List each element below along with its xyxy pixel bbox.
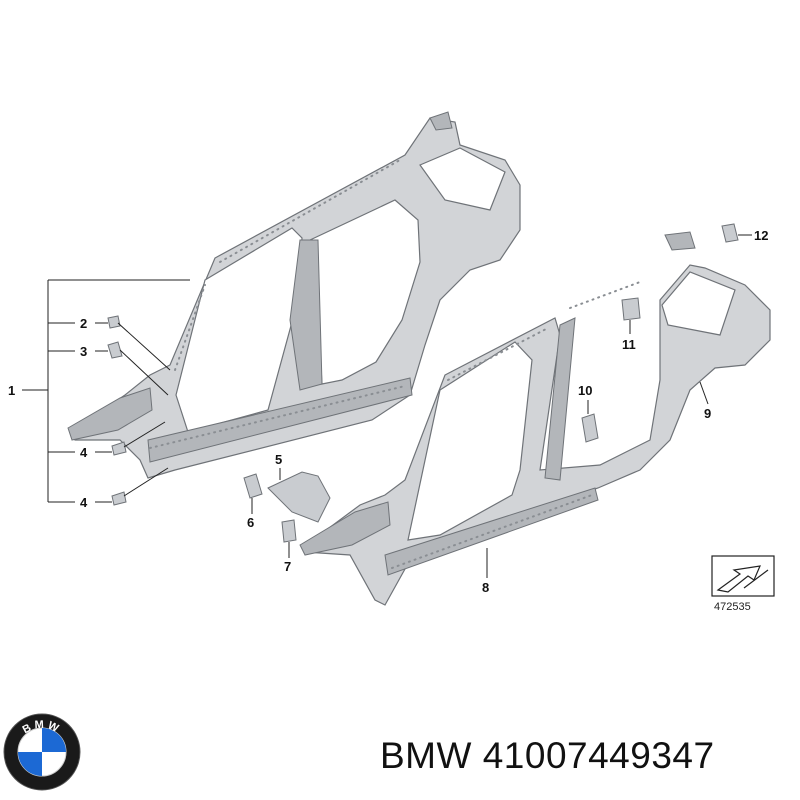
callout-9: 9 [704,406,711,421]
reference-box: 472535 [711,555,775,613]
part-2-bracket [107,315,121,329]
side-frame-complete [67,111,521,479]
arrow-icon [716,565,761,593]
part-4a-plate [111,441,127,456]
callout-11: 11 [622,337,636,352]
caption-part-number: 41007449347 [482,735,715,776]
part-caption: BMW 41007449347 [380,735,790,785]
part-3-bracket [107,341,123,359]
leader-lines [22,234,752,578]
caption-brand: BMW [380,735,472,776]
part-4b-plate [111,491,127,506]
callout-5: 5 [275,452,282,467]
callout-10: 10 [578,383,592,398]
part-11-bracket [621,297,641,321]
callout-2: 2 [80,316,87,331]
callout-4b: 4 [80,495,88,510]
callout-1: 1 [8,383,15,398]
small-parts [107,223,739,543]
bmw-roundel-icon: BMW [3,713,81,791]
callout-7: 7 [284,559,291,574]
part-5-reinforcement [267,471,331,523]
part-12-bracket [721,223,739,243]
callout-8: 8 [482,580,489,595]
reference-number: 472535 [714,601,751,613]
callout-6: 6 [247,515,254,530]
side-frame-outer [299,231,771,606]
callout-4a: 4 [80,445,88,460]
part-6-plate [243,473,263,499]
part-7-plate [281,519,297,543]
callout-12: 12 [754,228,768,243]
logo-text: BMW [21,719,64,737]
part-10-bracket [581,413,599,443]
callout-numbers: 1 2 3 4 4 5 6 7 8 9 10 11 12 [8,228,768,595]
callout-3: 3 [80,344,87,359]
